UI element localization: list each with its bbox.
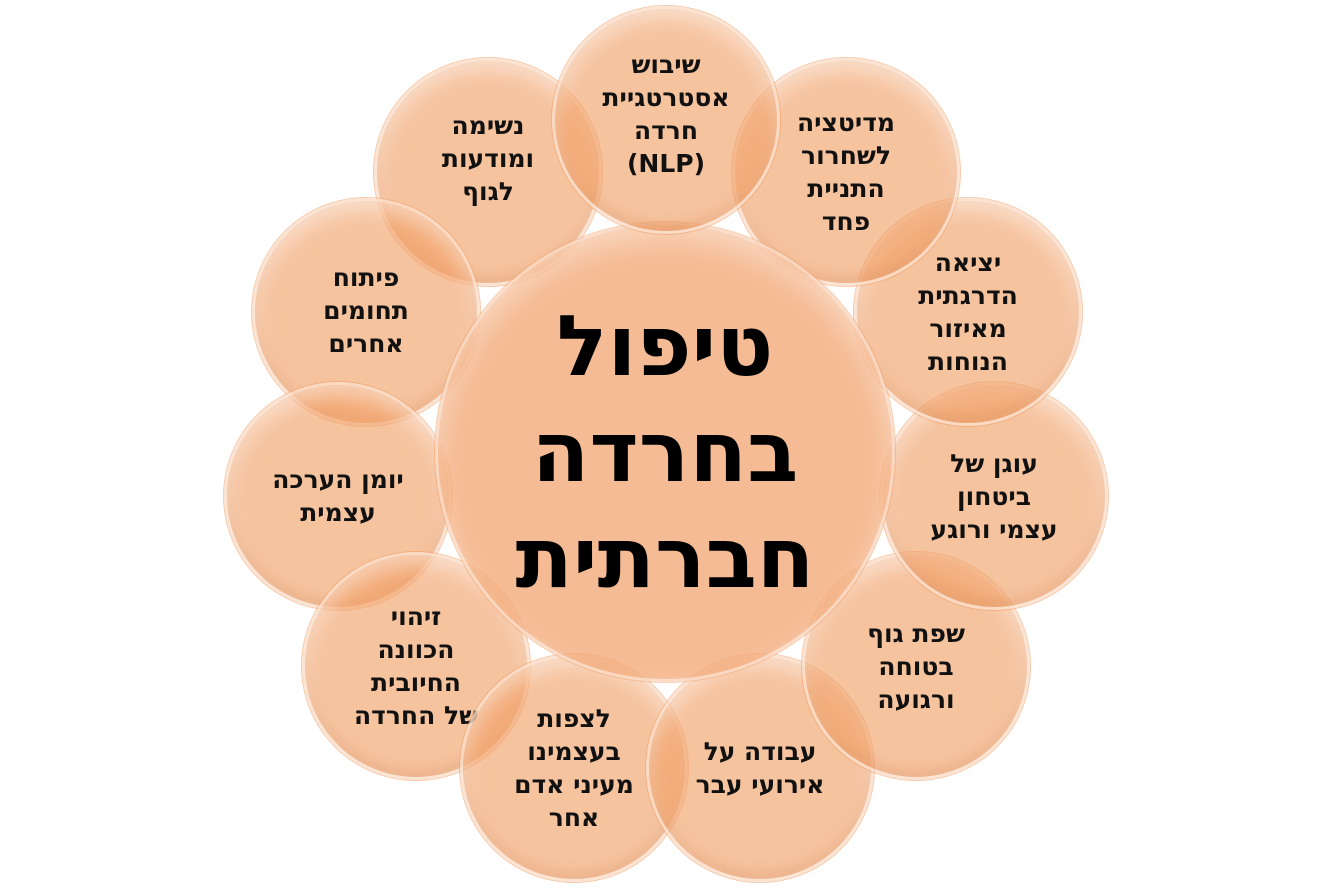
node-past-events-label: עבודה על אירועי עבר xyxy=(695,737,825,799)
node-meditation-label: מדיטציה לשחרור התניית פחד xyxy=(797,108,895,236)
node-other-areas-label: פיתוח תחומים אחרים xyxy=(323,262,409,358)
node-nlp-label: שיבוש אסטרטגיית חרדה (NLP) xyxy=(602,50,730,178)
node-body-language-label: שפת גוף בטוחה ורגועה xyxy=(867,618,965,714)
node-self-esteem-journal-label: יומן הערכה עצמית xyxy=(272,465,404,527)
node-positive-intent-label: זיהוי הכוונה החיובית של החרדה xyxy=(353,602,479,730)
node-breathing-label: נשימה ומודעות לגוף xyxy=(441,110,535,206)
center-hub: טיפול בחרדה חברתית xyxy=(435,222,895,682)
node-comfort-zone-label: יציאה הדרגתית מאיזור הנוחות xyxy=(918,248,1018,376)
node-nlp: שיבוש אסטרטגיית חרדה (NLP) xyxy=(552,6,780,234)
center-title: טיפול בחרדה חברתית xyxy=(515,297,815,607)
node-observe-self-label: לצפות בעצמינו מעיני אדם אחר xyxy=(514,704,634,832)
node-confidence-anchor-label: עוגן של ביטחון עצמי ורוגע xyxy=(930,448,1058,544)
